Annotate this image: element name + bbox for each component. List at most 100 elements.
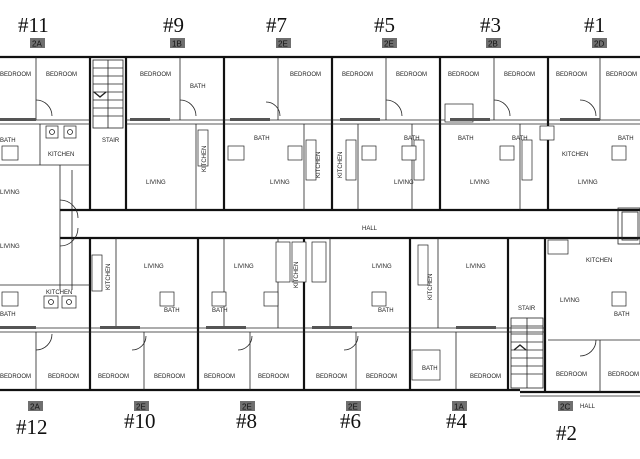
fixtures bbox=[0, 103, 627, 381]
room-label-bedroom: BEDROOM bbox=[366, 374, 397, 380]
unit-number: #10 bbox=[124, 409, 156, 433]
room-label-living: LIVING bbox=[372, 264, 392, 270]
room-label-hall: HALL bbox=[580, 404, 596, 410]
unit-type-tag bbox=[30, 38, 45, 48]
room-label-bedroom: BEDROOM bbox=[448, 72, 479, 78]
room-label-living: LIVING bbox=[0, 244, 20, 250]
room-label-kitchen: KITCHEN bbox=[46, 290, 72, 296]
room-label-bath: BATH bbox=[618, 136, 634, 142]
room-label-bedroom: BEDROOM bbox=[204, 374, 235, 380]
room-label-bath: BATH bbox=[404, 136, 420, 142]
unit-type-tag bbox=[382, 38, 397, 48]
room-label-bath: BATH bbox=[0, 312, 16, 318]
unit-type-tag bbox=[486, 38, 501, 48]
room-label-kitchen: KITCHEN bbox=[316, 152, 322, 178]
unit-type-tag bbox=[452, 401, 467, 411]
room-label-bedroom: BEDROOM bbox=[48, 374, 79, 380]
unit-number: #2 bbox=[556, 421, 577, 445]
room-label-bath: BATH bbox=[190, 84, 206, 90]
room-label-bath: BATH bbox=[458, 136, 474, 142]
walls bbox=[0, 55, 640, 397]
room-label-living: LIVING bbox=[270, 180, 290, 186]
room-label-living: LIVING bbox=[470, 180, 490, 186]
room-label-bath: BATH bbox=[422, 366, 438, 372]
unit-type: 2B bbox=[488, 40, 498, 49]
unit-type: 1B bbox=[172, 40, 182, 49]
room-label-bedroom: BEDROOM bbox=[258, 374, 289, 380]
unit-number: #4 bbox=[446, 409, 468, 433]
unit-number: #5 bbox=[374, 13, 395, 37]
room-label-stair: STAIR bbox=[518, 306, 536, 312]
bottom-unit-labels: 2A #12 2E #10 2E #8 2E #6 1A #4 2C #2 bbox=[16, 401, 577, 445]
stair-bottom bbox=[510, 317, 544, 389]
unit-type: 2E bbox=[242, 403, 252, 412]
room-label-bedroom: BEDROOM bbox=[0, 72, 31, 78]
room-labels-top: BEDROOM BEDROOM BEDROOM BEDROOM BEDROOM … bbox=[0, 72, 637, 196]
room-label-bath: BATH bbox=[512, 136, 528, 142]
unit-number: #6 bbox=[340, 409, 361, 433]
room-label-living: LIVING bbox=[466, 264, 486, 270]
room-label-bath: BATH bbox=[0, 138, 16, 144]
unit-type: 1A bbox=[454, 403, 464, 412]
room-label-kitchen: KITCHEN bbox=[106, 264, 112, 290]
room-label-bedroom: BEDROOM bbox=[608, 372, 639, 378]
room-label-bedroom: BEDROOM bbox=[606, 72, 637, 78]
unit-number: #11 bbox=[18, 13, 49, 37]
room-label-kitchen: KITCHEN bbox=[428, 274, 434, 300]
unit-type-tag bbox=[346, 401, 361, 411]
unit-number: #1 bbox=[584, 13, 605, 37]
unit-type-tag bbox=[558, 401, 573, 411]
room-label-bedroom: BEDROOM bbox=[290, 72, 321, 78]
room-label-bath: BATH bbox=[212, 308, 228, 314]
unit-type-tag bbox=[28, 401, 43, 411]
room-label-bedroom: BEDROOM bbox=[504, 72, 535, 78]
unit-type-tag bbox=[170, 38, 185, 48]
room-label-bedroom: BEDROOM bbox=[470, 374, 501, 380]
unit-number: #8 bbox=[236, 409, 257, 433]
room-label-kitchen: KITCHEN bbox=[202, 146, 208, 172]
room-label-kitchen: KITCHEN bbox=[48, 152, 74, 158]
room-label-bedroom: BEDROOM bbox=[140, 72, 171, 78]
unit-type: 2E bbox=[136, 403, 146, 412]
room-label-bedroom: BEDROOM bbox=[154, 374, 185, 380]
room-label-bedroom: BEDROOM bbox=[46, 72, 77, 78]
room-labels-bottom: LIVING LIVING LIVING LIVING LIVING LIVIN… bbox=[0, 244, 639, 410]
room-label-bedroom: BEDROOM bbox=[316, 374, 347, 380]
room-label-living: LIVING bbox=[394, 180, 414, 186]
unit-type: 2D bbox=[594, 40, 604, 49]
room-label-living: LIVING bbox=[578, 180, 598, 186]
room-label-kitchen: KITCHEN bbox=[562, 152, 588, 158]
room-label-living: LIVING bbox=[144, 264, 164, 270]
hall-label: HALL bbox=[362, 226, 378, 232]
unit-number: #3 bbox=[480, 13, 501, 37]
unit-type-tag bbox=[134, 401, 149, 411]
unit-number: #7 bbox=[266, 13, 287, 37]
room-label-bedroom: BEDROOM bbox=[98, 374, 129, 380]
unit-type: 2C bbox=[560, 403, 570, 412]
unit-type: 2E bbox=[278, 40, 288, 49]
unit-type: 2E bbox=[348, 403, 358, 412]
room-label-bath: BATH bbox=[254, 136, 270, 142]
unit-number: #12 bbox=[16, 415, 48, 439]
room-label-bedroom: BEDROOM bbox=[396, 72, 427, 78]
room-label-living: LIVING bbox=[560, 298, 580, 304]
room-label-bedroom: BEDROOM bbox=[0, 374, 31, 380]
room-label-stair: STAIR bbox=[102, 138, 120, 144]
unit-type-tag bbox=[276, 38, 291, 48]
unit-type: 2A bbox=[32, 40, 42, 49]
room-label-kitchen: KITCHEN bbox=[586, 258, 612, 264]
door-swings bbox=[35, 99, 597, 357]
stair-top bbox=[92, 59, 124, 129]
room-label-living: LIVING bbox=[146, 180, 166, 186]
unit-type: 2A bbox=[30, 403, 40, 412]
unit-number: #9 bbox=[163, 13, 184, 37]
room-label-bedroom: BEDROOM bbox=[342, 72, 373, 78]
top-unit-labels: #11 2A #9 1B #7 2E #5 2E #3 2B #1 2D bbox=[18, 13, 607, 49]
room-label-kitchen: KITCHEN bbox=[338, 152, 344, 178]
room-label-bedroom: BEDROOM bbox=[556, 372, 587, 378]
room-label-bedroom: BEDROOM bbox=[556, 72, 587, 78]
room-label-living: LIVING bbox=[234, 264, 254, 270]
unit-type-tag bbox=[240, 401, 255, 411]
unit-type: 2E bbox=[384, 40, 394, 49]
